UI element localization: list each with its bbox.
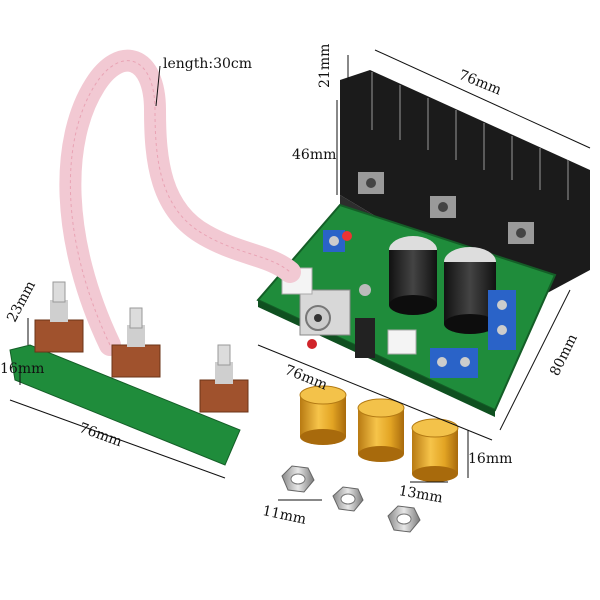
knobs bbox=[299, 385, 459, 482]
potentiometer-board bbox=[9, 281, 249, 466]
knob bbox=[357, 398, 405, 462]
pot-board-height-label: 16mm bbox=[0, 361, 45, 377]
ribbon-cable bbox=[59, 49, 301, 356]
amplifier-board bbox=[256, 203, 557, 417]
knob bbox=[411, 418, 459, 482]
dimension-lines bbox=[9, 49, 591, 501]
heatsink-height-label: 21mm bbox=[317, 43, 333, 88]
knob bbox=[299, 385, 347, 445]
knob-height-label: 16mm bbox=[468, 451, 513, 467]
heatsink-depth-label: 46mm bbox=[292, 147, 337, 163]
cable-length-label: length:30cm bbox=[163, 56, 253, 72]
nuts bbox=[281, 465, 421, 533]
